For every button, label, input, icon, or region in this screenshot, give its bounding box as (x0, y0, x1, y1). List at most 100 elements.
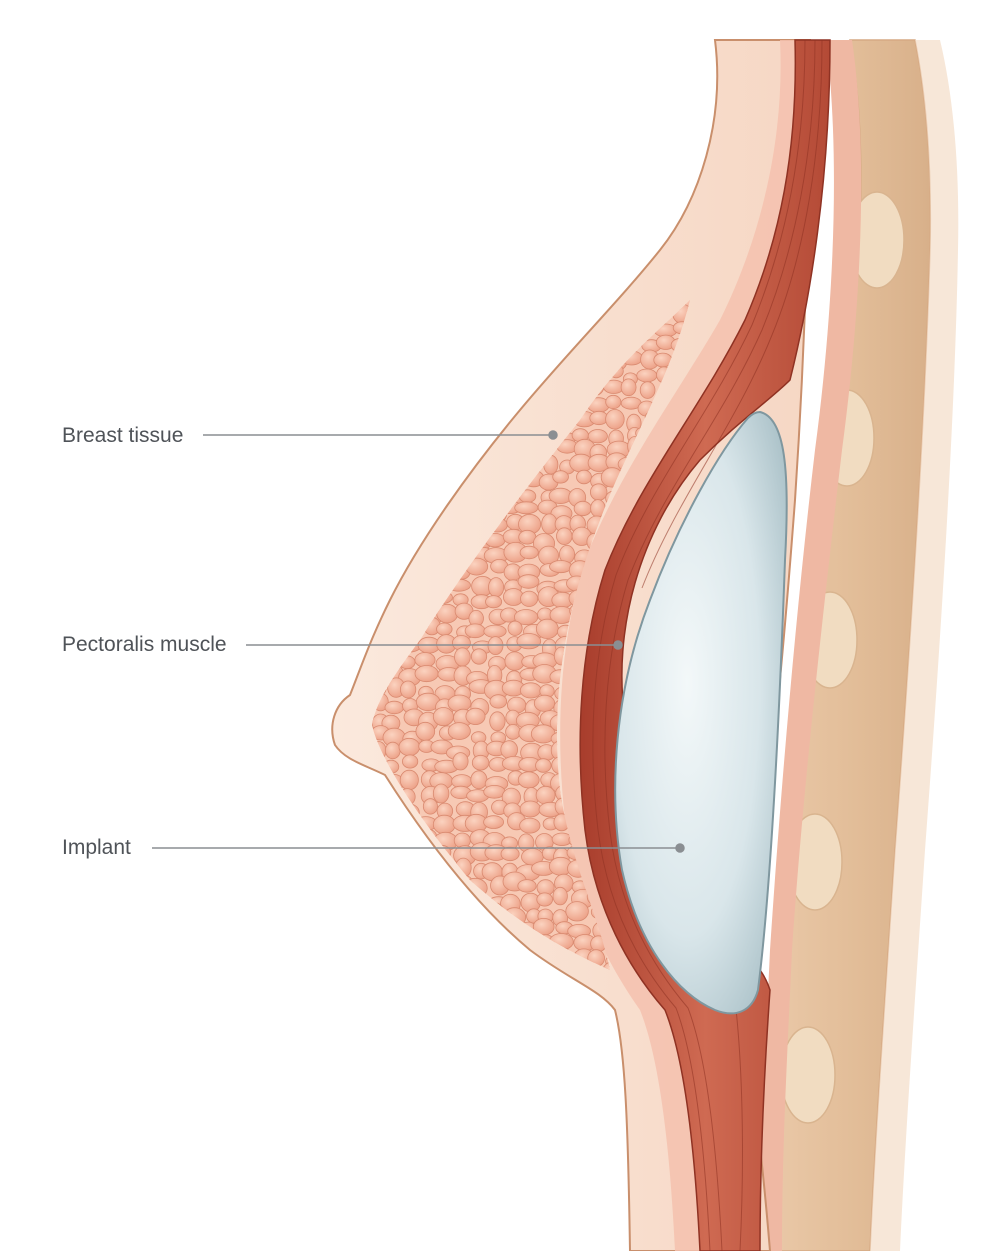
fat-lobule (438, 413, 455, 433)
fat-lobule (353, 504, 368, 519)
fat-lobule (534, 306, 553, 322)
fat-lobule (436, 370, 461, 385)
fat-lobule (454, 950, 475, 966)
fat-lobule (402, 300, 423, 304)
fat-lobule (416, 398, 439, 418)
fat-lobule (539, 355, 555, 372)
fat-lobule (351, 355, 370, 368)
fat-lobule (437, 351, 459, 373)
fat-lobule (372, 456, 375, 478)
fat-lobule (485, 595, 503, 609)
fat-lobule (587, 429, 608, 444)
fat-lobule (636, 368, 658, 383)
fat-lobule (639, 381, 656, 399)
fat-lobule (383, 548, 402, 562)
fat-lobule (352, 304, 369, 319)
fat-lobule (372, 483, 374, 500)
fat-lobule (384, 700, 405, 715)
fat-lobule (473, 924, 491, 941)
fat-lobule (539, 971, 561, 986)
fat-lobule (372, 969, 384, 970)
fat-lobule (353, 593, 371, 610)
fat-lobule (467, 320, 491, 339)
fat-lobule (399, 769, 419, 791)
fat-lobule (429, 908, 454, 923)
fat-lobule (372, 821, 381, 836)
fat-lobule (352, 467, 368, 486)
fat-lobule (372, 593, 384, 610)
fat-lobule (453, 923, 476, 944)
fat-lobule (447, 443, 473, 457)
fat-lobule (385, 300, 404, 309)
fat-lobule (382, 485, 405, 507)
fat-lobule (353, 320, 368, 339)
fat-lobule (400, 517, 425, 533)
fat-lobule (415, 413, 437, 434)
fat-lobule (518, 323, 537, 337)
fat-lobule (372, 919, 389, 937)
fat-lobule (418, 894, 437, 909)
fat-lobule (484, 949, 509, 970)
fat-lobule (583, 300, 606, 309)
fat-lobule (468, 935, 489, 952)
fat-lobule (451, 336, 470, 351)
fat-lobule (436, 891, 456, 912)
fat-lobule (520, 300, 537, 309)
pectoralis-muscle (579, 39, 831, 1251)
fat-lobule (557, 337, 573, 352)
fat-lobule (381, 325, 406, 342)
fat-lobule (372, 950, 385, 967)
fat-lobule (433, 431, 453, 446)
fat-lobule (505, 300, 522, 309)
fat-lobule (502, 378, 525, 398)
fat-lobule (483, 300, 503, 312)
fat-lobule (421, 424, 437, 440)
fat-lobule (350, 408, 370, 425)
fat-lobule (522, 337, 539, 354)
fat-lobule (354, 932, 369, 952)
fat-lobule (399, 863, 416, 881)
fat-lobule (348, 546, 367, 559)
fat-lobule (397, 531, 418, 548)
fat-lobule (349, 906, 365, 920)
fat-lobule (372, 443, 373, 463)
fat-lobule (457, 402, 475, 416)
fat-lobule (372, 515, 393, 532)
pectoralis-muscle-label: Pectoralis muscle (62, 633, 227, 656)
fat-lobule (397, 887, 418, 908)
fat-lobule (471, 308, 489, 328)
fat-lobule (420, 938, 443, 952)
fat-lobule (488, 577, 505, 598)
fat-lobule (576, 469, 592, 485)
subcutaneous-band (560, 40, 801, 1251)
fat-lobule (506, 971, 526, 986)
fat-lobule (519, 364, 540, 380)
breast-tissue-pointer-dot (548, 430, 558, 440)
fat-lobule (418, 485, 441, 499)
fat-lobule (372, 766, 373, 787)
fat-lobule (398, 351, 423, 372)
fat-lobule (372, 300, 385, 311)
fat-lobule (498, 951, 520, 968)
fat-lobule (401, 919, 425, 939)
fat-lobule (372, 439, 386, 456)
fat-lobule (352, 612, 368, 626)
implant-label: Implant (62, 836, 131, 859)
fat-lobule (516, 633, 542, 650)
fat-lobule (483, 624, 507, 638)
fat-lobule (432, 470, 451, 485)
fat-lobule (372, 907, 387, 923)
fat-lobule (417, 380, 441, 397)
fat-lobule (398, 737, 421, 757)
chest-wall-outer-band (870, 40, 959, 1251)
fat-lobule (568, 300, 588, 305)
fat-lobule (372, 891, 383, 913)
fat-lobule (372, 335, 387, 351)
fat-lobule (482, 318, 503, 340)
fat-lobule (414, 967, 435, 970)
fat-lobule (457, 939, 474, 957)
fat-lobule (435, 377, 454, 399)
fat-lobule (386, 875, 408, 891)
fat-lobule (453, 965, 471, 970)
fat-lobule (485, 347, 508, 367)
